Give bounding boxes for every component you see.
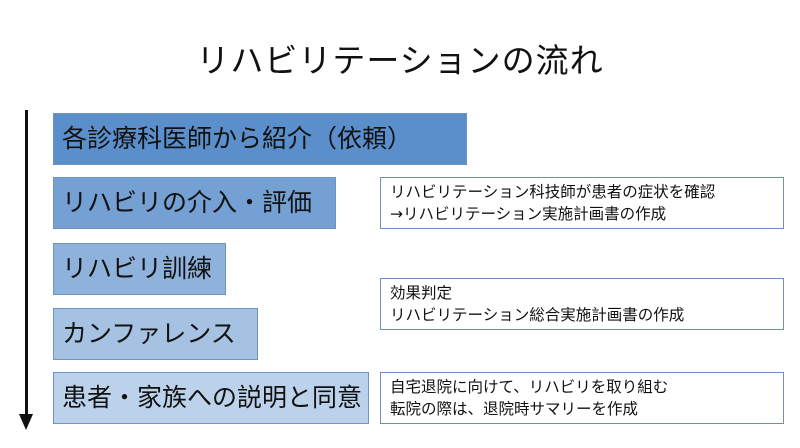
note-line: →リハビリテーション実施計画書の作成 <box>390 205 667 223</box>
flow-arrow-line <box>25 110 28 418</box>
note-line: 効果判定 <box>390 284 453 302</box>
note-discharge: 自宅退院に向けて、リハビリを取り組む 転院の際は、退院時サマリーを作成 <box>380 372 784 424</box>
step-training: リハビリ訓練 <box>53 243 226 295</box>
note-line: 転院の際は、退院時サマリーを作成 <box>390 400 639 418</box>
step-intervention-evaluation: リハビリの介入・評価 <box>53 177 336 229</box>
diagram-title: リハビリテーションの流れ <box>196 41 604 80</box>
step-conference: カンファレンス <box>53 308 258 360</box>
note-evaluation: リハビリテーション科技師が患者の症状を確認 →リハビリテーション実施計画書の作成 <box>380 177 784 229</box>
flow-arrow-head <box>19 414 33 430</box>
step-explanation-consent: 患者・家族への説明と同意 <box>53 372 369 424</box>
note-line: リハビリテーション総合実施計画書の作成 <box>390 306 685 324</box>
note-line: 自宅退院に向けて、リハビリを取り組む <box>390 378 669 396</box>
note-line: リハビリテーション科技師が患者の症状を確認 <box>390 183 716 201</box>
note-conference: 効果判定 リハビリテーション総合実施計画書の作成 <box>380 278 784 330</box>
step-referral: 各診療科医師から紹介（依頼） <box>53 113 467 165</box>
